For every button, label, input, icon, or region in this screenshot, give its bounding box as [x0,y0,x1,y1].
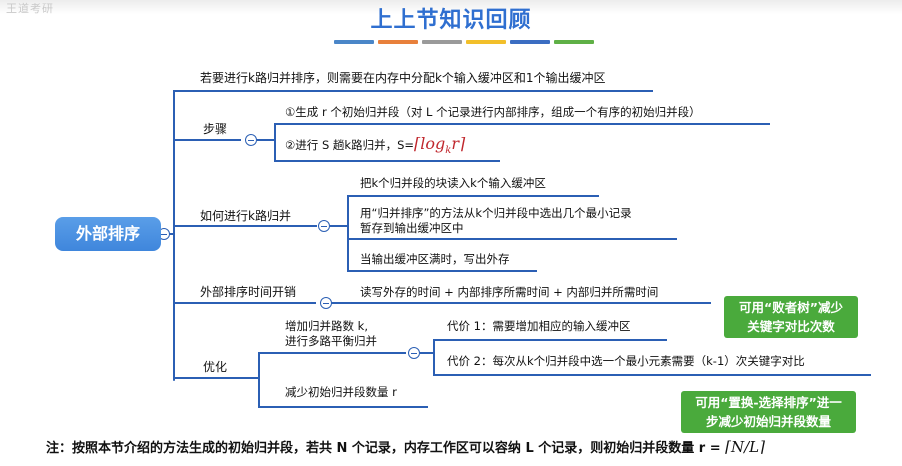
how-item-2-line-2: 暂存到输出缓冲区中 [360,221,464,235]
cost-2-text: 代价 2：每次从k个归并段中选一个最小元素需要（k-1）次关键字对比 [447,354,805,368]
color-bar-4 [466,40,506,44]
steps-label: 步骤 [203,122,228,136]
collapse-toggle-steps[interactable] [245,134,257,146]
page-title: 上上节知识回顾 [370,8,532,33]
how-item-2-line-1: 用“归并排序”的方法从k个归并段中选出几个最小记录 [360,206,632,220]
footnote-text: 注：按照本节介绍的方法生成的初始归并段，若共 N 个记录，内存工作区可以容纳 L… [46,441,721,456]
tip-replacement-selection-line-2: 步减少初始归并段数量 [705,414,831,429]
step-2-label: ②进行 S 趟k路归并，S= [285,138,415,152]
cost-label: 外部排序时间开销 [200,285,297,299]
color-bar-2 [378,40,418,44]
tip-replacement-selection: 可用“置换-选择排序”进一 步减少初始归并段数量 [681,391,856,433]
how-item-3: 当输出缓冲区满时，写出外存 [360,252,510,266]
watermark: 王道考研 [6,2,54,15]
color-bar-6 [554,40,594,44]
cost-value: 读写外存的时间 + 内部排序所需时间 + 内部归并所需时间 [360,285,659,299]
increase-k-line-2: 进行多路平衡归并 [285,334,377,348]
collapse-toggle-how[interactable] [318,220,330,232]
how-label: 如何进行k路归并 [200,209,291,223]
step-1-text: ①生成 r 个初始归并段（对 L 个记录进行内部排序，组成一个有序的初始归并段） [285,105,701,119]
footnote: 注：按照本节介绍的方法生成的初始归并段，若共 N 个记录，内存工作区可以容纳 L… [46,437,765,456]
collapse-toggle-cost[interactable] [320,297,332,309]
tip-loser-tree: 可用“败者树”减少 关键字对比次数 [724,296,858,338]
tip-loser-tree-line-1: 可用“败者树”减少 [739,300,843,315]
tip-loser-tree-line-2: 关键字对比次数 [747,319,835,334]
top-strip [0,0,902,14]
intro-text: 若要进行k路归并排序，则需要在内存中分配k个输入缓冲区和1个输出缓冲区 [200,71,606,85]
optimize-label: 优化 [203,360,228,374]
cost-1-text: 代价 1：需要增加相应的输入缓冲区 [447,319,631,333]
color-bar-3 [422,40,462,44]
merge-pass-formula: ⌈logkr⌉ [414,134,466,157]
reduce-r-text: 减少初始归并段数量 r [285,385,397,399]
how-item-1: 把k个归并段的块读入k个输入缓冲区 [360,176,546,190]
color-bar-1 [334,40,374,44]
footnote-formula: ⌈N/L⌉ [725,438,765,456]
collapse-toggle-increase[interactable] [408,347,420,359]
step-2-text: ②进行 S 趟k路归并，S=⌈logkr⌉ [285,136,465,159]
color-bar-5 [510,40,550,44]
root-node[interactable]: 外部排序 [55,217,161,251]
increase-k-line-1: 增加归并路数 k, [285,319,368,333]
tip-replacement-selection-line-1: 可用“置换-选择排序”进一 [695,395,842,410]
